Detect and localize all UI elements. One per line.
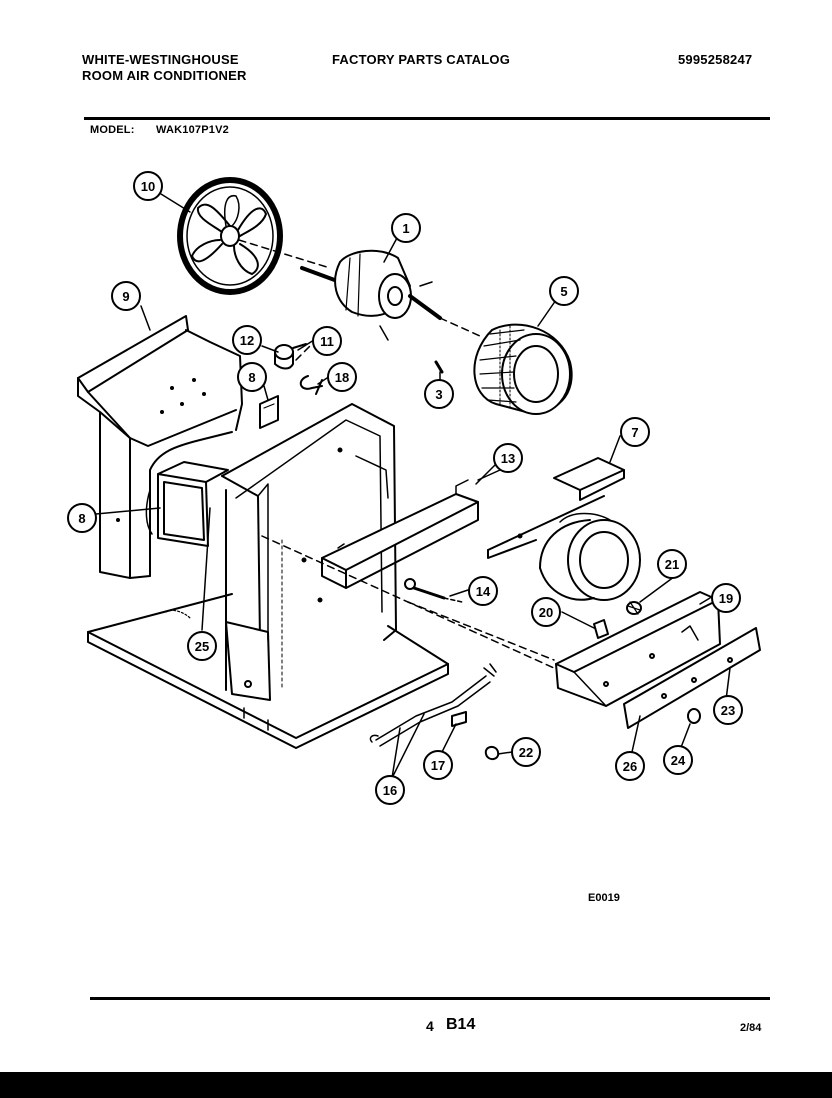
scan-edge-strip	[0, 1072, 832, 1098]
callout-22: 22	[511, 737, 541, 767]
duct-9-drawing	[145, 461, 229, 547]
callout-12: 11	[312, 326, 342, 356]
set-screw-drawing	[434, 360, 444, 374]
svg-text:13: 13	[501, 451, 515, 466]
shroud-drawing	[77, 315, 243, 579]
center-partition-drawing	[221, 403, 397, 701]
callout-21: 21	[657, 549, 687, 579]
callout-10: 9	[111, 281, 141, 311]
switch-20-drawing	[593, 619, 609, 639]
channel-14-drawing	[321, 469, 501, 589]
model-label: MODEL:	[90, 124, 135, 136]
control-panel-drawing	[623, 627, 761, 729]
svg-text:11: 11	[320, 334, 334, 349]
callout-17: 17	[423, 750, 453, 780]
callout-18: 18	[327, 362, 357, 392]
callout-5: 5	[549, 276, 579, 306]
svg-text:23: 23	[721, 703, 735, 718]
callout-16: 16	[375, 775, 405, 805]
catalog-date: 2/84	[740, 1022, 762, 1034]
wire-clip-drawing	[299, 375, 323, 395]
callout-numbers: 10 1 5 9 12 11 18 8 3 7 13 8 21 14 19 20…	[67, 171, 743, 805]
callout-9: 8	[67, 503, 97, 533]
callout-26: 26	[615, 751, 645, 781]
callout-3: 3	[424, 379, 454, 409]
callout-25: 25	[187, 631, 217, 661]
svg-text:3: 3	[435, 387, 442, 402]
svg-text:1: 1	[402, 221, 409, 236]
brand-line-1: WHITE-WESTINGHOUSE	[82, 52, 239, 67]
bracket-8-drawing	[259, 395, 279, 429]
svg-text:26: 26	[623, 759, 637, 774]
svg-text:10: 10	[141, 179, 155, 194]
capacitor-drawing	[274, 343, 307, 370]
svg-text:7: 7	[631, 425, 638, 440]
catalog-part-number: 5995258247	[678, 52, 753, 67]
svg-text:20: 20	[539, 605, 553, 620]
svg-text:8: 8	[248, 370, 255, 385]
callout-24: 24	[663, 745, 693, 775]
model-value: WAK107P1V2	[156, 124, 229, 136]
page-number: 4	[426, 1018, 434, 1034]
assembly-lines	[261, 345, 555, 669]
callout-13: 12	[232, 325, 262, 355]
svg-text:21: 21	[665, 557, 679, 572]
svg-text:17: 17	[431, 758, 445, 773]
callout-23: 23	[713, 695, 743, 725]
svg-text:5: 5	[560, 284, 567, 299]
blower-housing-drawing	[487, 457, 641, 601]
callout-1: 1	[391, 213, 421, 243]
svg-text:25: 25	[195, 639, 209, 654]
callout-7: 7	[620, 417, 650, 447]
fan-blade-drawing	[177, 177, 331, 295]
terminal-17-drawing	[451, 711, 467, 727]
svg-text:22: 22	[519, 745, 533, 760]
brand-line-2: ROOM AIR CONDITIONER	[82, 68, 247, 83]
callout-11: 10	[133, 171, 163, 201]
svg-text:18: 18	[335, 370, 349, 385]
blower-wheel-drawing	[473, 323, 573, 415]
base-pan-drawing	[87, 593, 449, 749]
footer-rule	[90, 997, 770, 1000]
callout-20: 20	[531, 597, 561, 627]
svg-text:19: 19	[719, 591, 733, 606]
callout-8: 8	[237, 362, 267, 392]
svg-text:16: 16	[383, 783, 397, 798]
knob-21-drawing	[626, 601, 642, 615]
screw-15-drawing	[404, 578, 463, 603]
callout-14: 13	[493, 443, 523, 473]
catalog-title: FACTORY PARTS CATALOG	[332, 52, 511, 67]
grommet-22-drawing	[484, 746, 500, 760]
svg-text:9: 9	[122, 289, 129, 304]
svg-text:14: 14	[476, 584, 491, 599]
header-rule	[84, 117, 770, 120]
callout-leaders	[95, 193, 731, 779]
diagram-reference-code: E0019	[588, 892, 620, 904]
fan-motor-drawing	[300, 249, 481, 341]
page-code: B14	[446, 1016, 476, 1033]
svg-text:12: 12	[240, 333, 254, 348]
svg-text:8: 8	[78, 511, 85, 526]
nut-24-drawing	[687, 708, 701, 724]
svg-text:24: 24	[671, 753, 686, 768]
wire-harness-drawing	[369, 663, 497, 747]
callout-19: 19	[711, 583, 741, 613]
callout-15: 14	[468, 576, 498, 606]
